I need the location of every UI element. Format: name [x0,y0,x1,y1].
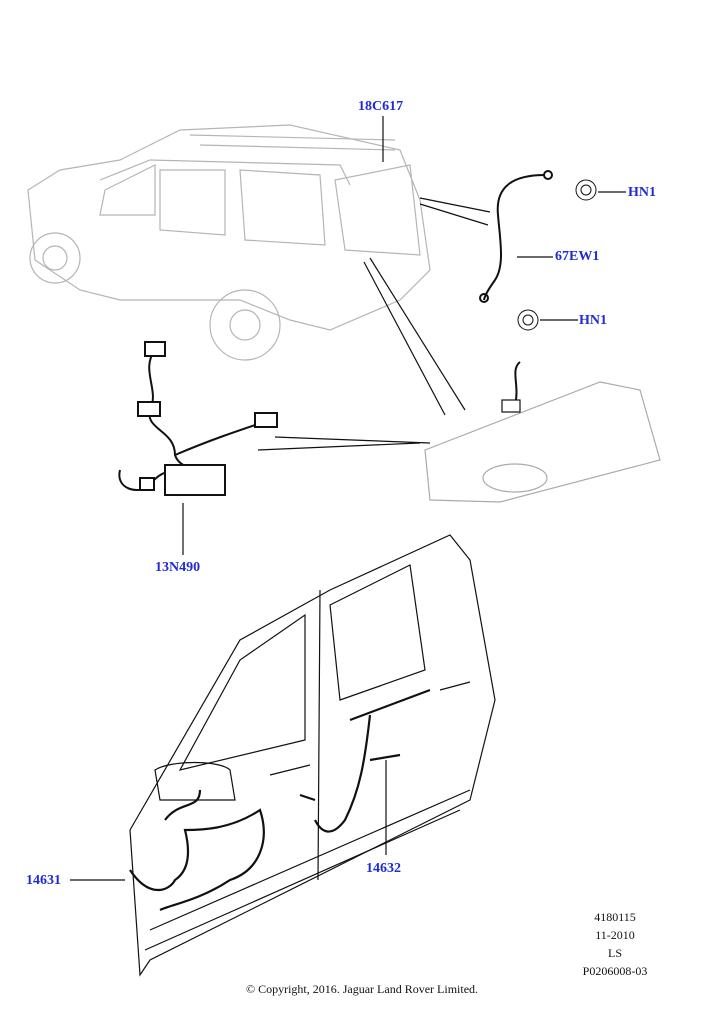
harness-14632 [299,688,431,833]
callout-hn1-top: HN1 [628,185,656,200]
leader-lines [70,116,626,881]
reference-line-1: 4180115 [594,910,636,924]
callout-18c617: 18C617 [358,99,404,114]
nut-hn1-bottom [517,309,539,331]
harness-13n490 [118,341,278,496]
nut-hn1-top [575,179,597,201]
cable-67ew1 [479,170,553,303]
callout-14631: 14631 [26,873,61,888]
callout-hn1-bottom: HN1 [579,313,607,328]
harness-14631 [129,789,265,912]
reference-line-3: LS [607,946,622,960]
reference-line-4: P0206008-03 [582,964,648,978]
rear-doors [129,534,496,977]
copyright: © Copyright, 2016. Jaguar Land Rover Lim… [245,982,479,996]
licence-lamp-panel [424,361,661,503]
callout-67ew1: 67EW1 [555,249,600,264]
vehicle-illustration [27,124,431,361]
reference-block: 4180115 11-2010 LS P0206008-03 [565,908,665,980]
callout-13n490: 13N490 [155,560,201,575]
reference-line-2: 11-2010 [595,928,635,942]
callout-14632: 14632 [366,861,401,876]
